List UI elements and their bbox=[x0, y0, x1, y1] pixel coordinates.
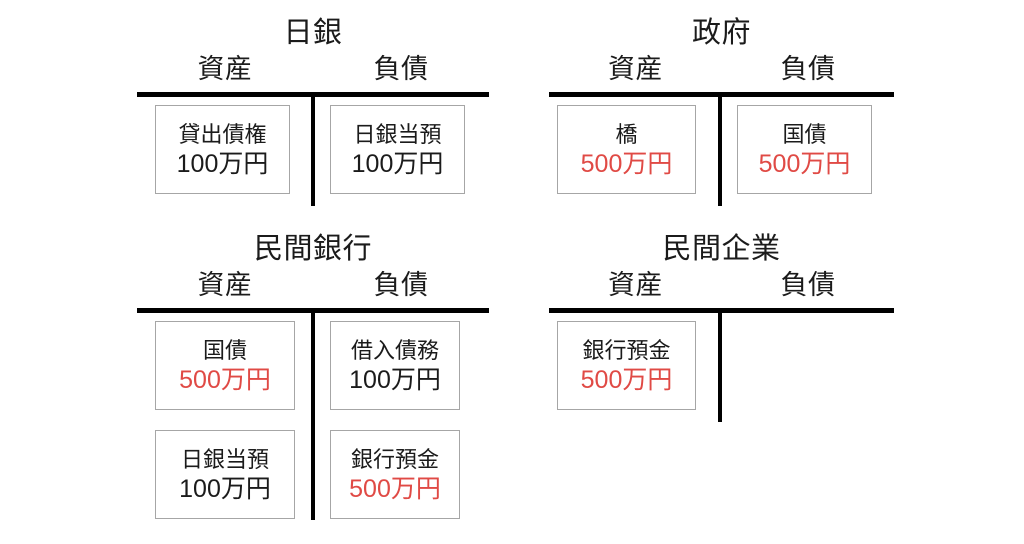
entry-name: 日銀当預 bbox=[180, 446, 269, 472]
panel-divider-vertical-private-bank bbox=[311, 308, 315, 520]
entry-amount: 500万円 bbox=[580, 365, 673, 394]
entry-amount: 100万円 bbox=[176, 149, 269, 178]
column-label-liabilities-boj: 負債 bbox=[373, 54, 429, 84]
column-label-assets-private-bank: 資産 bbox=[197, 270, 253, 300]
column-label-liabilities-government: 負債 bbox=[780, 54, 836, 84]
entry-amount: 500万円 bbox=[580, 149, 673, 178]
entry-box-liability-private-bank-0: 借入債務 100万円 bbox=[330, 321, 460, 410]
panel-private-company: 民間企業 資産 負債 銀行預金 500万円 bbox=[549, 228, 894, 428]
panel-divider-vertical-boj bbox=[311, 92, 315, 206]
column-label-assets-boj: 資産 bbox=[197, 54, 253, 84]
entry-name: 銀行預金 bbox=[350, 446, 439, 472]
entry-box-asset-boj-0: 貸出債権 100万円 bbox=[155, 105, 290, 194]
entry-amount: 100万円 bbox=[351, 149, 444, 178]
column-label-liabilities-private-company: 負債 bbox=[780, 270, 836, 300]
entry-name: 銀行預金 bbox=[582, 337, 671, 363]
entry-name: 国債 bbox=[202, 337, 247, 363]
entry-amount: 500万円 bbox=[179, 365, 271, 394]
entry-name: 国債 bbox=[782, 121, 827, 147]
panel-government: 政府 資産 負債 橋 500万円 国債 500万円 bbox=[549, 8, 894, 208]
panel-title-private-company: 民間企業 bbox=[662, 233, 781, 265]
column-label-liabilities-private-bank: 負債 bbox=[373, 270, 429, 300]
panel-title-boj: 日銀 bbox=[283, 17, 343, 49]
panel-divider-vertical-private-company bbox=[718, 308, 722, 422]
panel-boj: 日銀 資産 負債 貸出債権 100万円 日銀当預 100万円 bbox=[137, 8, 489, 208]
entry-name: 日銀当預 bbox=[353, 121, 442, 147]
entry-box-liability-government-0: 国債 500万円 bbox=[737, 105, 872, 194]
panel-private-bank: 民間銀行 資産 負債 国債 500万円 日銀当預 100万円 借入債務 100万… bbox=[137, 228, 489, 538]
entry-box-liability-private-bank-1: 銀行預金 500万円 bbox=[330, 430, 460, 519]
entry-name: 橋 bbox=[615, 121, 638, 147]
entry-box-asset-private-company-0: 銀行預金 500万円 bbox=[557, 321, 696, 410]
entry-amount: 100万円 bbox=[349, 365, 441, 394]
column-label-assets-private-company: 資産 bbox=[608, 270, 663, 300]
entry-amount: 500万円 bbox=[758, 149, 851, 178]
entry-amount: 100万円 bbox=[179, 474, 271, 503]
entry-name: 貸出債権 bbox=[178, 121, 267, 147]
entry-box-liability-boj-0: 日銀当預 100万円 bbox=[330, 105, 465, 194]
panel-title-government: 政府 bbox=[691, 17, 751, 49]
entry-box-asset-private-bank-1: 日銀当預 100万円 bbox=[155, 430, 295, 519]
panel-divider-vertical-government bbox=[718, 92, 722, 206]
entry-box-asset-government-0: 橋 500万円 bbox=[557, 105, 696, 194]
entry-box-asset-private-bank-0: 国債 500万円 bbox=[155, 321, 295, 410]
panel-title-private-bank: 民間銀行 bbox=[253, 233, 372, 265]
column-label-assets-government: 資産 bbox=[608, 54, 663, 84]
entry-name: 借入債務 bbox=[350, 337, 439, 363]
entry-amount: 500万円 bbox=[349, 474, 441, 503]
